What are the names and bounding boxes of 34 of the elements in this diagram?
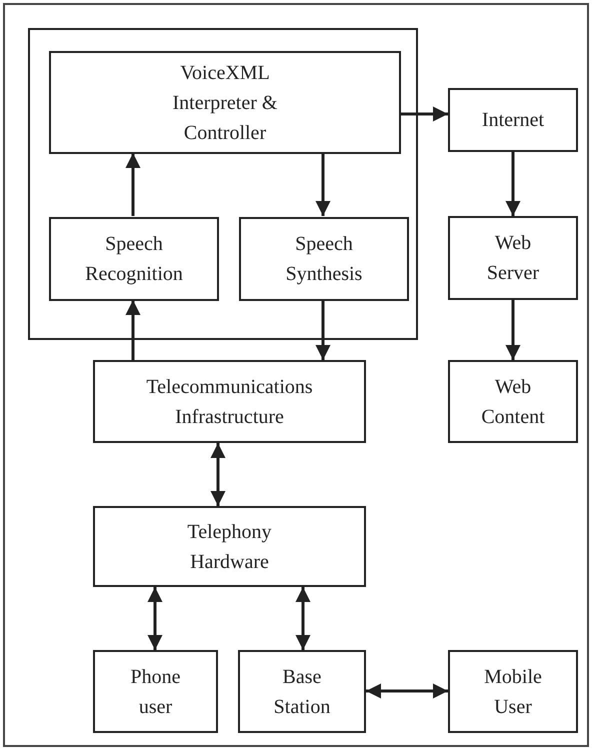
- process-box: [93, 650, 218, 733]
- process-box: [448, 216, 578, 300]
- process-box: [239, 217, 409, 301]
- arrow: [296, 587, 310, 650]
- process-box: [448, 360, 578, 443]
- arrow: [316, 300, 330, 360]
- process-box: [448, 650, 578, 733]
- arrow: [126, 153, 140, 216]
- box-label: Speech Recognition: [84, 232, 184, 287]
- box-label: Telecommunications Infrastructure: [145, 374, 314, 430]
- box-label: Mobile User: [483, 664, 543, 720]
- process-box: [49, 217, 219, 301]
- box-label: Telephony Hardware: [186, 520, 273, 574]
- arrow: [506, 152, 520, 216]
- process-box: [93, 360, 366, 443]
- arrow: [400, 106, 448, 122]
- box-label: VoiceXML Interpreter & Controller: [172, 60, 278, 146]
- box-label: Web Server: [486, 231, 540, 286]
- box-label: Internet: [482, 108, 544, 133]
- arrow: [126, 300, 140, 360]
- box-label: Phone user: [130, 664, 182, 720]
- process-box: [93, 506, 366, 587]
- arrow: [148, 587, 162, 650]
- process-box: [448, 88, 578, 152]
- process-box: [49, 51, 401, 154]
- box-label: Base Station: [272, 664, 332, 720]
- box-label: Web Content: [480, 374, 546, 430]
- arrow: [366, 684, 448, 698]
- process-box: [238, 650, 366, 733]
- arrow: [506, 300, 520, 360]
- arrow: [316, 153, 330, 216]
- arrow: [210, 443, 226, 506]
- group-box: [28, 28, 418, 340]
- box-label: Speech Synthesis: [284, 232, 364, 287]
